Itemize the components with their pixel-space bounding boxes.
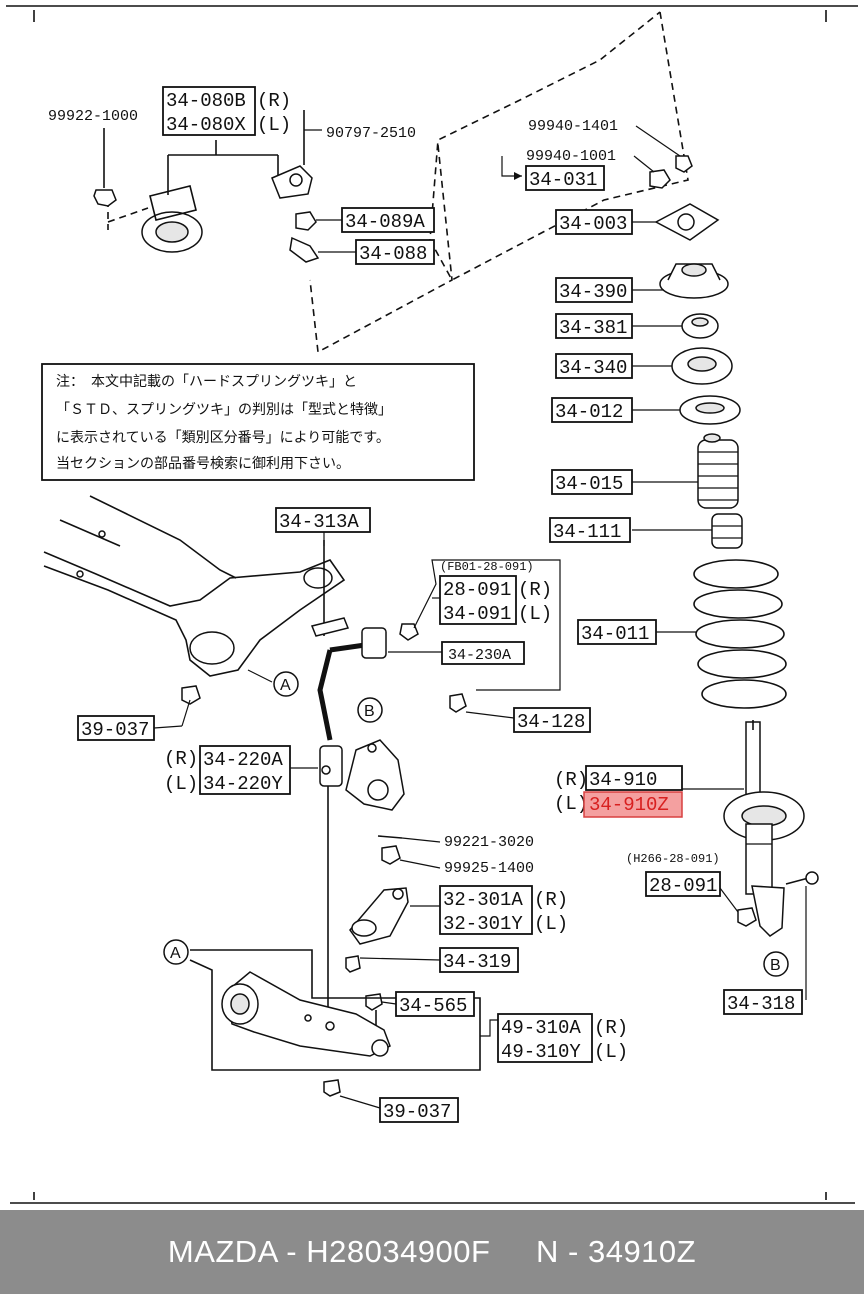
label-34-011: 34-011 (581, 623, 649, 645)
label-side-r-link: (R) (164, 748, 198, 770)
label-34-318: 34-318 (727, 993, 795, 1015)
label-34-031: 34-031 (529, 169, 597, 191)
stabilizer-bar (310, 540, 467, 1010)
label-FB01-28-091: (FB01-28-091) (440, 560, 534, 574)
label-34-080B: 34-080B (166, 90, 246, 112)
shock-absorber (723, 720, 819, 937)
label-side-r: (R) (257, 90, 291, 112)
label-28-091-right: 28-091 (649, 875, 717, 897)
label-39-037-upper: 39-037 (81, 719, 149, 741)
callout-b-lower-text: B (770, 957, 781, 974)
label-34-015: 34-015 (555, 473, 623, 495)
label-34-230A: 34-230A (448, 647, 511, 664)
label-32-301Y: 32-301Y (443, 913, 523, 935)
label-box-28-091: 28-091 34-091 (R) (L) (439, 575, 552, 625)
label-34-089A: 34-089A (345, 211, 425, 233)
label-34-381: 34-381 (559, 317, 627, 339)
label-99940-1001: 99940-1001 (526, 148, 616, 165)
label-99221-3020: 99221-3020 (444, 834, 534, 851)
label-side-r-arm: (R) (594, 1017, 628, 1039)
label-99940-1401: 99940-1401 (528, 118, 618, 135)
label-side-r-bush: (R) (518, 579, 552, 601)
callout-a-upper (273, 671, 299, 697)
label-box-34-080: 34-080B 34-080X (R) (L) (162, 86, 291, 136)
label-box-34-220: (R) (L) 34-220A 34-220Y (164, 745, 291, 795)
label-side-l-link: (L) (164, 773, 198, 795)
note-line-3: に表示されている「類別区分番号」により可能です。 (56, 430, 390, 446)
crossmember (43, 495, 346, 705)
footer-caption: MAZDA - H28034900F N - 34910Z (167, 1234, 697, 1269)
label-side-l-bj: (L) (534, 913, 568, 935)
label-box-49-310: 49-310A 49-310Y (R) (L) (497, 1013, 628, 1063)
label-99925-1400: 99925-1400 (444, 860, 534, 877)
note-line-2: 「ＳＴＤ、スプリングツキ」の判別は「型式と特徴」 (56, 402, 392, 418)
label-34-111: 34-111 (553, 521, 621, 543)
label-side-r-strut: (R) (554, 769, 588, 791)
highlight-34-910Z (583, 791, 683, 818)
callout-b-lower (763, 951, 789, 977)
note-line-4: 当セクションの部品番号検索に御利用下さい。 (56, 455, 350, 472)
label-34-088: 34-088 (359, 243, 427, 265)
mount-bracket-group (93, 110, 356, 263)
callout-b-upper (357, 697, 383, 723)
label-49-310A: 49-310A (501, 1017, 581, 1039)
label-34-390: 34-390 (559, 281, 627, 303)
label-side-r-bj: (R) (534, 889, 568, 911)
lower-parts (323, 835, 409, 1097)
label-side-l-bush: (L) (518, 603, 552, 625)
label-34-012: 34-012 (555, 401, 623, 423)
frame-marks (6, 5, 858, 1204)
label-34-910: 34-910 (589, 769, 657, 791)
label-49-310Y: 49-310Y (501, 1041, 581, 1063)
label-H266-28-091: (H266-28-091) (626, 852, 720, 866)
label-34-319: 34-319 (443, 951, 511, 973)
callout-a-lower (163, 939, 189, 965)
knuckle (345, 739, 405, 811)
label-90797-2510: 90797-2510 (326, 125, 416, 142)
label-side-l-arm: (L) (594, 1041, 628, 1063)
label-34-128: 34-128 (517, 711, 585, 733)
label-34-313A: 34-313A (279, 511, 359, 533)
label-34-003: 34-003 (559, 213, 627, 235)
strut-stack (501, 125, 819, 1000)
callout-a-lower-text: A (170, 945, 181, 962)
label-34-080X: 34-080X (166, 114, 246, 136)
label-34-220Y: 34-220Y (203, 773, 283, 795)
label-box-34-910: (R) 34-910 (L) 34-910Z (554, 765, 683, 818)
dashed-leader-mount (309, 144, 453, 354)
label-side-l: (L) (257, 114, 291, 136)
label-34-091: 34-091 (443, 603, 511, 625)
lower-arm (189, 949, 481, 1071)
note-box: 注： 本文中記載の「ハードスプリングツキ」と 「ＳＴＤ、スプリングツキ」の判別は… (41, 363, 475, 481)
label-side-l-strut: (L) (554, 793, 588, 815)
label-32-301A: 32-301A (443, 889, 523, 911)
label-34-910Z: 34-910Z (589, 794, 669, 816)
label-39-037-lower: 39-037 (383, 1101, 451, 1123)
footer-bar: MAZDA - H28034900F N - 34910Z (0, 1210, 864, 1294)
callout-b-upper-text: B (364, 703, 375, 720)
callout-a-upper-text: A (280, 677, 291, 694)
label-34-220A: 34-220A (203, 749, 283, 771)
label-34-565: 34-565 (399, 995, 467, 1017)
label-99922-1000: 99922-1000 (48, 108, 138, 125)
dashed-group-outline (429, 11, 689, 282)
parts-diagram: 99922-1000 34-080B 34-080X (R) (L) 90797… (6, 5, 858, 1204)
label-34-340: 34-340 (559, 357, 627, 379)
label-28-091: 28-091 (443, 579, 511, 601)
label-box-32-301: 32-301A 32-301Y (R) (L) (439, 885, 568, 935)
coil-spring (693, 559, 787, 709)
note-line-1: 注： 本文中記載の「ハードスプリングツキ」と (56, 373, 357, 390)
